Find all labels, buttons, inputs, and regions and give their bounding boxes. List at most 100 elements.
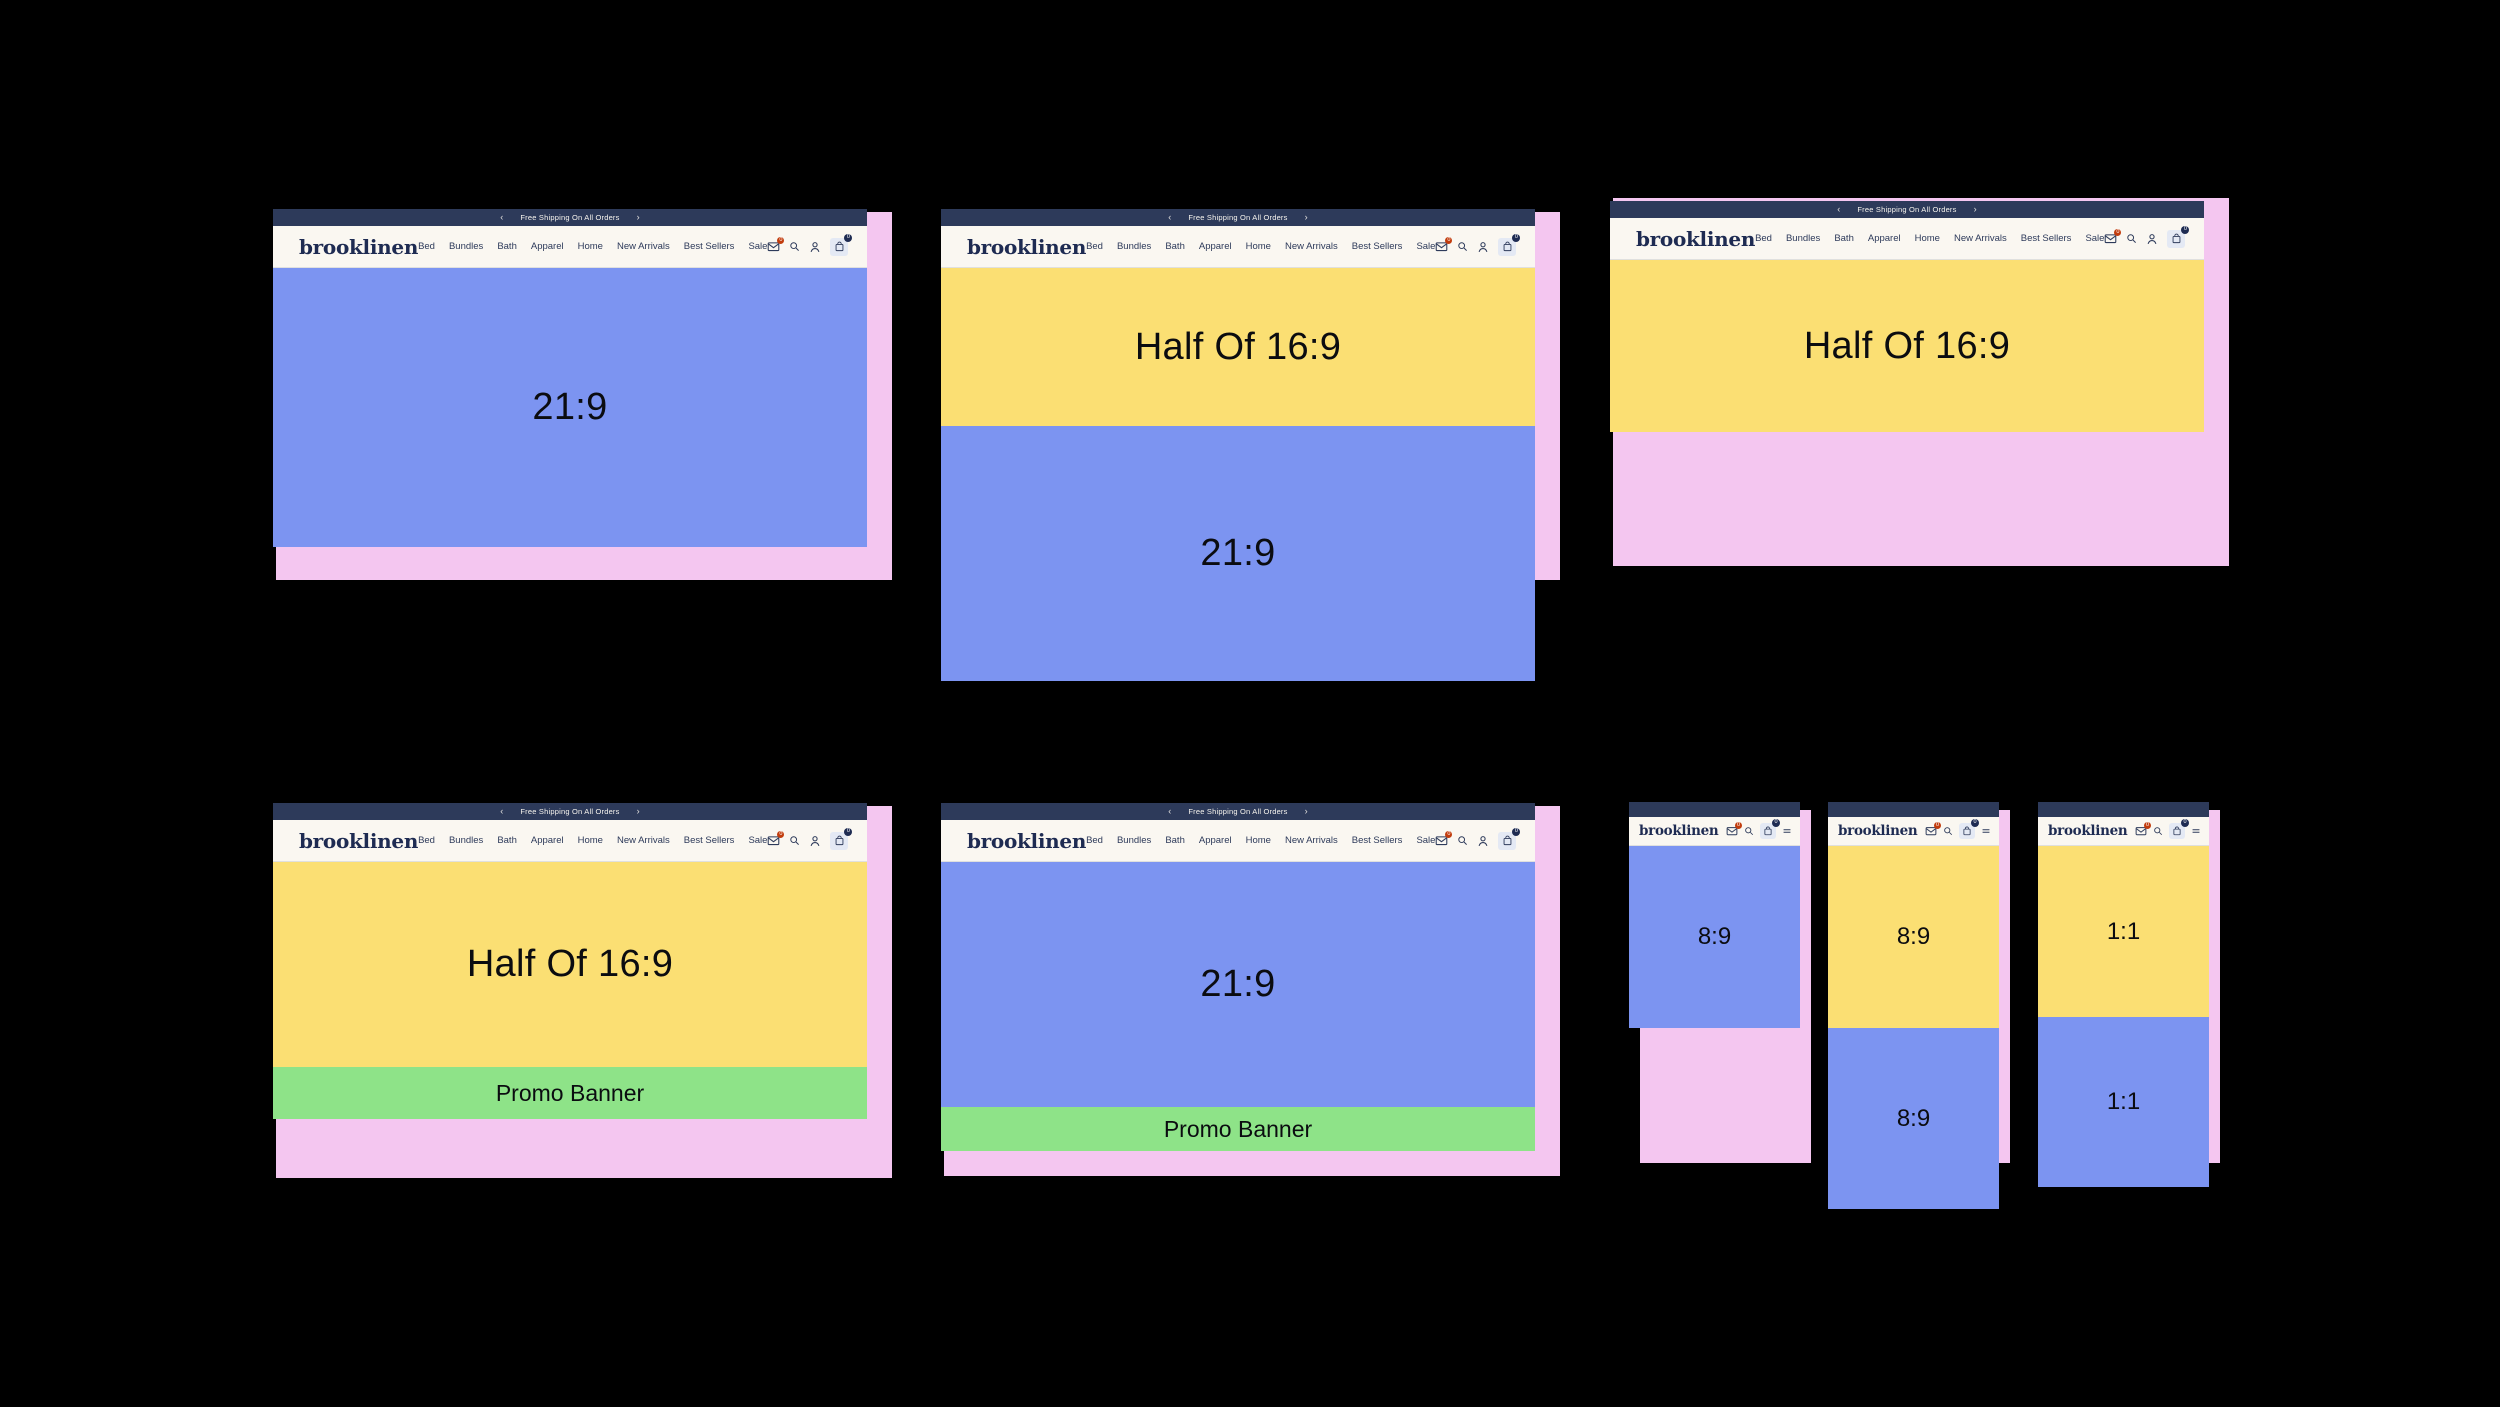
nav-item-bed[interactable]: Bed bbox=[418, 835, 435, 846]
nav-item-sale[interactable]: Sale bbox=[2085, 233, 2105, 244]
nav-item-apparel[interactable]: Apparel bbox=[1867, 233, 1901, 244]
chevron-right-icon[interactable]: › bbox=[1304, 212, 1308, 222]
nav-item-bath[interactable]: Bath bbox=[497, 835, 517, 846]
bag-icon[interactable]: 0 bbox=[830, 233, 853, 256]
brand-logo[interactable]: brooklinen bbox=[1636, 226, 1756, 251]
nav-item-bed[interactable]: Bed bbox=[1086, 241, 1103, 252]
envelope-icon[interactable]: 0 bbox=[1435, 237, 1453, 253]
search-icon[interactable] bbox=[2153, 826, 2163, 836]
nav-item-bed[interactable]: Bed bbox=[418, 241, 435, 252]
announcement-bar bbox=[2038, 802, 2209, 817]
promo-banner: Promo Banner bbox=[273, 1067, 867, 1119]
nav-item-best-sellers[interactable]: Best Sellers bbox=[683, 241, 735, 252]
nav-item-sale[interactable]: Sale bbox=[748, 835, 768, 846]
envelope-icon[interactable]: 0 bbox=[767, 831, 785, 847]
brand-logo[interactable]: brooklinen bbox=[299, 828, 419, 853]
chevron-left-icon[interactable]: ‹ bbox=[1168, 806, 1172, 816]
nav-item-bundles[interactable]: Bundles bbox=[448, 835, 484, 846]
nav-item-new-arrivals[interactable]: New Arrivals bbox=[616, 241, 670, 252]
nav-item-best-sellers[interactable]: Best Sellers bbox=[2020, 233, 2072, 244]
brand-logo[interactable]: brooklinen bbox=[299, 234, 419, 259]
bag-icon[interactable]: 0 bbox=[2169, 819, 2189, 839]
chevron-right-icon[interactable]: › bbox=[636, 212, 640, 222]
menu-icon[interactable] bbox=[1782, 826, 1792, 836]
bag-icon[interactable]: 0 bbox=[2167, 225, 2190, 248]
nav-item-new-arrivals[interactable]: New Arrivals bbox=[616, 835, 670, 846]
nav-item-bath[interactable]: Bath bbox=[1834, 233, 1854, 244]
hero-ratio-label: 1:1 bbox=[2106, 917, 2141, 945]
nav-item-home[interactable]: Home bbox=[577, 241, 603, 252]
nav-item-sale[interactable]: Sale bbox=[1416, 835, 1436, 846]
nav-item-home[interactable]: Home bbox=[1914, 233, 1940, 244]
envelope-icon[interactable]: 0 bbox=[767, 237, 785, 253]
nav-item-bundles[interactable]: Bundles bbox=[448, 241, 484, 252]
nav-item-bundles[interactable]: Bundles bbox=[1116, 241, 1152, 252]
chevron-left-icon[interactable]: ‹ bbox=[500, 806, 504, 816]
nav-item-home[interactable]: Home bbox=[1245, 241, 1271, 252]
chevron-right-icon[interactable]: › bbox=[1973, 204, 1977, 214]
search-icon[interactable] bbox=[1943, 826, 1953, 836]
nav-item-home[interactable]: Home bbox=[1245, 835, 1271, 846]
nav-item-sale[interactable]: Sale bbox=[748, 241, 768, 252]
nav-item-bath[interactable]: Bath bbox=[1165, 241, 1185, 252]
search-icon[interactable] bbox=[1744, 826, 1754, 836]
envelope-icon[interactable]: 0 bbox=[2104, 229, 2122, 245]
nav-item-best-sellers[interactable]: Best Sellers bbox=[683, 835, 735, 846]
brand-logo[interactable]: brooklinen bbox=[2048, 823, 2128, 839]
bag-icon[interactable]: 0 bbox=[1498, 827, 1521, 850]
search-icon[interactable] bbox=[1457, 835, 1468, 846]
hero-banner: 8:9 bbox=[1828, 1028, 1999, 1209]
nav-item-best-sellers[interactable]: Best Sellers bbox=[1351, 835, 1403, 846]
menu-icon[interactable] bbox=[2191, 826, 2201, 836]
search-icon[interactable] bbox=[789, 835, 800, 846]
nav-item-apparel[interactable]: Apparel bbox=[530, 835, 564, 846]
envelope-icon[interactable]: 0 bbox=[1435, 831, 1453, 847]
nav-item-apparel[interactable]: Apparel bbox=[1198, 835, 1232, 846]
nav-item-bundles[interactable]: Bundles bbox=[1116, 835, 1152, 846]
account-icon[interactable] bbox=[809, 241, 821, 253]
bag-icon[interactable]: 0 bbox=[1498, 233, 1521, 256]
nav-item-bundles[interactable]: Bundles bbox=[1785, 233, 1821, 244]
brand-logo[interactable]: brooklinen bbox=[1838, 823, 1918, 839]
chevron-right-icon[interactable]: › bbox=[636, 806, 640, 816]
bag-icon[interactable]: 0 bbox=[1959, 819, 1979, 839]
brand-logo[interactable]: brooklinen bbox=[967, 234, 1087, 259]
search-icon[interactable] bbox=[1457, 241, 1468, 252]
envelope-icon[interactable]: 0 bbox=[1726, 822, 1742, 837]
nav-item-sale[interactable]: Sale bbox=[1416, 241, 1436, 252]
search-icon[interactable] bbox=[789, 241, 800, 252]
nav-item-new-arrivals[interactable]: New Arrivals bbox=[1284, 241, 1338, 252]
search-icon[interactable] bbox=[2126, 233, 2137, 244]
brand-logo[interactable]: brooklinen bbox=[1639, 823, 1719, 839]
nav-item-new-arrivals[interactable]: New Arrivals bbox=[1284, 835, 1338, 846]
brand-logo[interactable]: brooklinen bbox=[967, 828, 1087, 853]
nav-item-new-arrivals[interactable]: New Arrivals bbox=[1953, 233, 2007, 244]
envelope-icon[interactable]: 0 bbox=[2135, 822, 2151, 837]
nav-item-apparel[interactable]: Apparel bbox=[1198, 241, 1232, 252]
menu-icon[interactable] bbox=[1981, 826, 1991, 836]
account-icon[interactable] bbox=[809, 835, 821, 847]
bag-icon[interactable]: 0 bbox=[830, 827, 853, 850]
envelope-icon[interactable]: 0 bbox=[1925, 822, 1941, 837]
account-icon[interactable] bbox=[2146, 233, 2158, 245]
nav-item-bed[interactable]: Bed bbox=[1755, 233, 1772, 244]
chevron-left-icon[interactable]: ‹ bbox=[1168, 212, 1172, 222]
chevron-right-icon[interactable]: › bbox=[1304, 806, 1308, 816]
account-icon[interactable] bbox=[1477, 241, 1489, 253]
chevron-left-icon[interactable]: ‹ bbox=[500, 212, 504, 222]
nav-item-bath[interactable]: Bath bbox=[497, 241, 517, 252]
bag-icon[interactable]: 0 bbox=[1760, 819, 1780, 839]
announcement-text: Free Shipping On All Orders bbox=[1188, 807, 1288, 816]
nav-item-bed[interactable]: Bed bbox=[1086, 835, 1103, 846]
nav-item-bath[interactable]: Bath bbox=[1165, 835, 1185, 846]
chevron-left-icon[interactable]: ‹ bbox=[1837, 204, 1841, 214]
nav-item-home[interactable]: Home bbox=[577, 835, 603, 846]
nav-item-best-sellers[interactable]: Best Sellers bbox=[1351, 241, 1403, 252]
nav-item-apparel[interactable]: Apparel bbox=[530, 241, 564, 252]
account-icon[interactable] bbox=[1477, 835, 1489, 847]
